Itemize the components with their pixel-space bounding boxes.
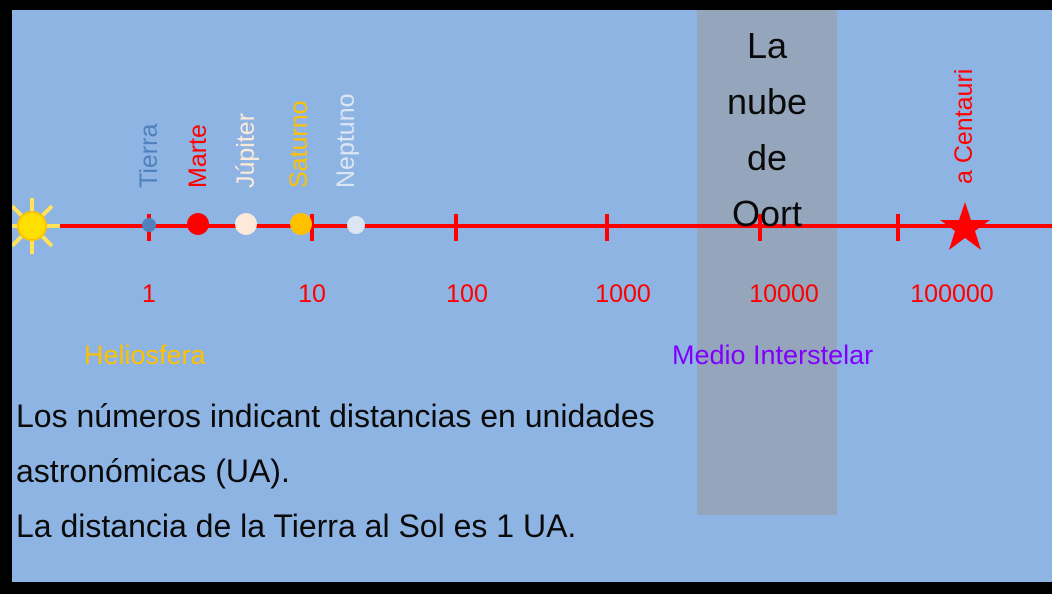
heliosfera-label: Heliosfera (84, 340, 206, 370)
note-line-1: Los números indicant distancias en unida… (16, 398, 655, 434)
scale-diagram (12, 198, 1052, 254)
note-line-3: La distancia de la Tierra al Sol es 1 UA… (16, 508, 577, 544)
note-line-2: astronómicas (UA). (16, 453, 290, 489)
neptuno-label: Neptuno (332, 93, 360, 188)
jupiter-label: Júpiter (232, 112, 260, 188)
saturno-label: Saturno (285, 100, 313, 188)
tick-label-100: 100 (446, 280, 488, 308)
tierra-dot (142, 218, 156, 232)
tick-label-10: 10 (298, 280, 326, 308)
tick-label-1000: 1000 (595, 280, 651, 308)
tierra-label: Tierra (135, 123, 163, 188)
marte-dot (187, 213, 209, 235)
medio-interstelar-label: Medio Interstelar (672, 340, 874, 370)
tick-label-10000: 10000 (749, 280, 819, 308)
jupiter-dot (235, 213, 257, 235)
tick-label-1: 1 (142, 280, 156, 308)
alpha-centauri-label: a Centauri (950, 68, 978, 184)
neptuno-dot (347, 216, 365, 234)
sun-icon (12, 198, 60, 254)
saturno-dot (290, 213, 312, 235)
diagram-panel: La nube de Oort Tierra Marte Júpiter Sat… (12, 10, 1052, 582)
star-icon (940, 202, 990, 250)
oort-cloud-band (697, 10, 837, 515)
oort-cloud-label: La nube de Oort (726, 25, 808, 234)
tick-label-100000: 100000 (910, 280, 994, 308)
marte-label: Marte (184, 124, 212, 188)
